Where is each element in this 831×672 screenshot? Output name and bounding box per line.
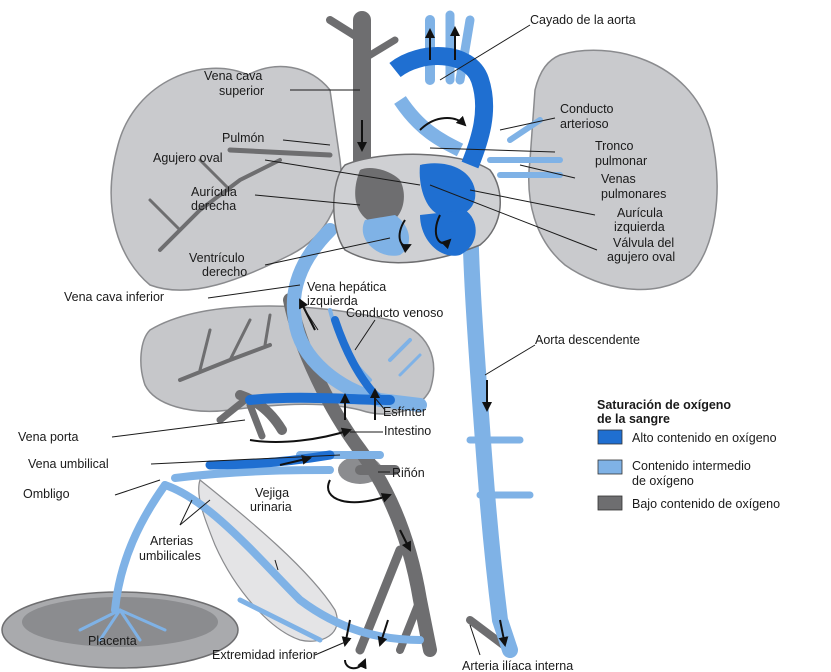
label-ombligo: Ombligo: [23, 487, 70, 501]
legend-label-mid-oxygen: Contenido intermedio: [632, 459, 751, 473]
label-vena-hepatica: Vena hepática: [307, 280, 386, 294]
legend-title-2: de la sangre: [597, 412, 670, 426]
legend: Saturación de oxígeno de la sangre Alto …: [597, 398, 780, 511]
label-arterias-umbilicales: Arterias: [150, 534, 193, 548]
label-ventriculo-derecho: Ventrículo: [189, 251, 245, 265]
label-rinon: Riñón: [392, 466, 425, 480]
label-tronco-pulmonar: Tronco: [595, 139, 633, 153]
label-vejiga-urinaria: Vejiga: [255, 486, 289, 500]
label-cayado-aorta: Cayado de la aorta: [530, 13, 636, 27]
label-extremidad-inferior: Extremidad inferior: [212, 648, 317, 662]
label-arterias-umbilicales-2: umbilicales: [139, 549, 201, 563]
label-conducto-arterioso: Conducto: [560, 102, 614, 116]
legend-title: Saturación de oxígeno: [597, 398, 731, 412]
label-venas-pulmonares-2: pulmonares: [601, 187, 666, 201]
label-auricula-izquierda-2: izquierda: [614, 220, 665, 234]
label-vena-cava-inferior: Vena cava inferior: [64, 290, 164, 304]
legend-swatch-mid-oxygen: [598, 460, 622, 474]
label-vena-cava-superior: Vena cava: [204, 69, 262, 83]
label-auricula-derecha-2: derecha: [191, 199, 236, 213]
label-vena-umbilical: Vena umbilical: [28, 457, 109, 471]
legend-label-high-oxygen: Alto contenido en oxígeno: [632, 431, 777, 445]
label-valvula-agujero-oval-2: agujero oval: [607, 250, 675, 264]
label-vejiga-urinaria-2: urinaria: [250, 500, 292, 514]
label-auricula-derecha: Aurícula: [191, 185, 237, 199]
label-venas-pulmonares: Venas: [601, 172, 636, 186]
label-arteria-iliaca-interna: Arteria ilíaca interna: [462, 659, 573, 672]
label-conducto-venoso: Conducto venoso: [346, 306, 443, 320]
label-agujero-oval: Agujero oval: [153, 151, 223, 165]
label-valvula-agujero-oval: Válvula del: [613, 236, 674, 250]
label-placenta: Placenta: [88, 634, 137, 648]
label-esfinter: Esfínter: [383, 405, 426, 419]
legend-label-low-oxygen: Bajo contenido de oxígeno: [632, 497, 780, 511]
label-auricula-izquierda: Aurícula: [617, 206, 663, 220]
label-pulmon: Pulmón: [222, 131, 264, 145]
label-tronco-pulmonar-2: pulmonar: [595, 154, 647, 168]
label-ventriculo-derecho-2: derecho: [202, 265, 247, 279]
label-intestino: Intestino: [384, 424, 431, 438]
label-vena-porta: Vena porta: [18, 430, 79, 444]
legend-label-mid-oxygen-2: de oxígeno: [632, 474, 694, 488]
label-conducto-arterioso-2: arterioso: [560, 117, 609, 131]
label-aorta-descendente: Aorta descendente: [535, 333, 640, 347]
legend-swatch-low-oxygen: [598, 496, 622, 510]
label-vena-cava-superior-2: superior: [219, 84, 264, 98]
legend-swatch-high-oxygen: [598, 430, 622, 444]
